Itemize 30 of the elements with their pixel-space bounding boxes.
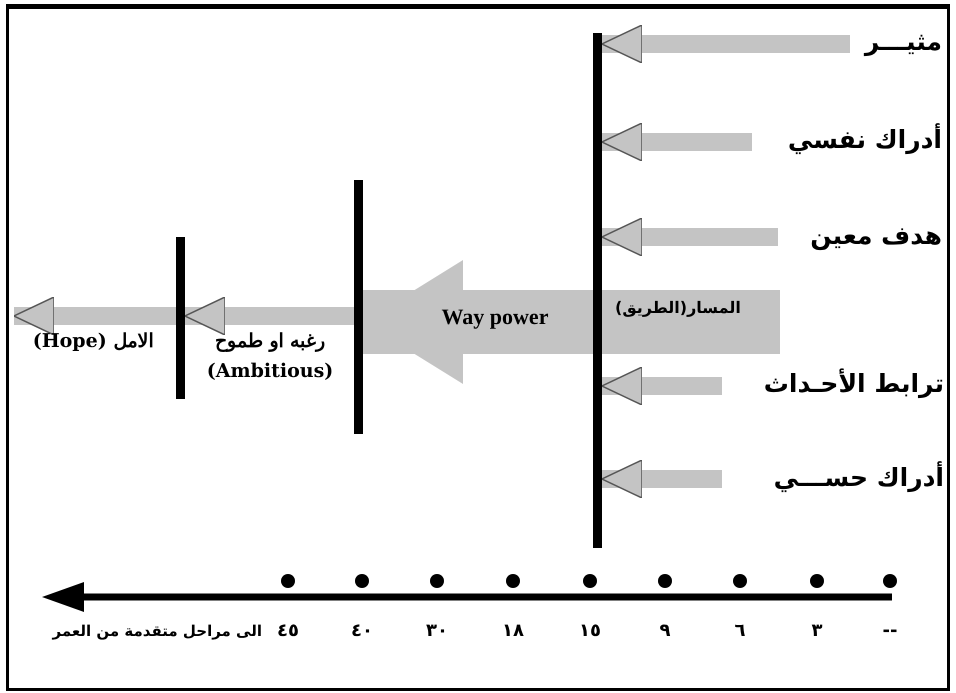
arrow-text: المسار(الطريق) bbox=[615, 298, 741, 317]
age-label: ٤٠ bbox=[350, 620, 374, 641]
age-label: ٤٥ bbox=[276, 620, 300, 641]
label-text: هدف معين bbox=[778, 216, 942, 256]
block-arrow bbox=[363, 260, 780, 384]
edge-label: الامل (Hope) bbox=[32, 329, 154, 354]
label-text: ترابط الأحـداث bbox=[722, 364, 944, 404]
block-arrow bbox=[13, 296, 176, 336]
age-label: ١٥ bbox=[578, 620, 602, 641]
block-arrow bbox=[601, 217, 778, 257]
vertical-bar bbox=[354, 180, 363, 434]
axis-caption: الى مراحل متقدمة من العمر bbox=[52, 622, 262, 640]
label-text: أدراك نفسي bbox=[752, 120, 942, 160]
edge-label: رغبه او طموح (Ambitious) bbox=[206, 329, 334, 384]
age-label: ٣٠ bbox=[425, 620, 449, 641]
block-arrow bbox=[601, 24, 850, 64]
vertical-bar bbox=[176, 237, 185, 399]
age-label: ٣ bbox=[810, 620, 824, 641]
age-label: ٩ bbox=[658, 620, 672, 641]
block-arrow bbox=[184, 296, 354, 336]
block-arrow bbox=[601, 122, 752, 162]
age-label: -- bbox=[882, 620, 898, 641]
edge-label: Way power bbox=[440, 303, 550, 331]
age-label: ١٨ bbox=[501, 620, 525, 641]
age-label: ٦ bbox=[734, 620, 746, 641]
vertical-bar bbox=[593, 33, 602, 548]
block-arrow bbox=[601, 366, 722, 406]
label-text: أدراك حســـي bbox=[722, 458, 944, 498]
block-arrow bbox=[601, 459, 722, 499]
label-text: مثيـــر bbox=[850, 22, 942, 62]
